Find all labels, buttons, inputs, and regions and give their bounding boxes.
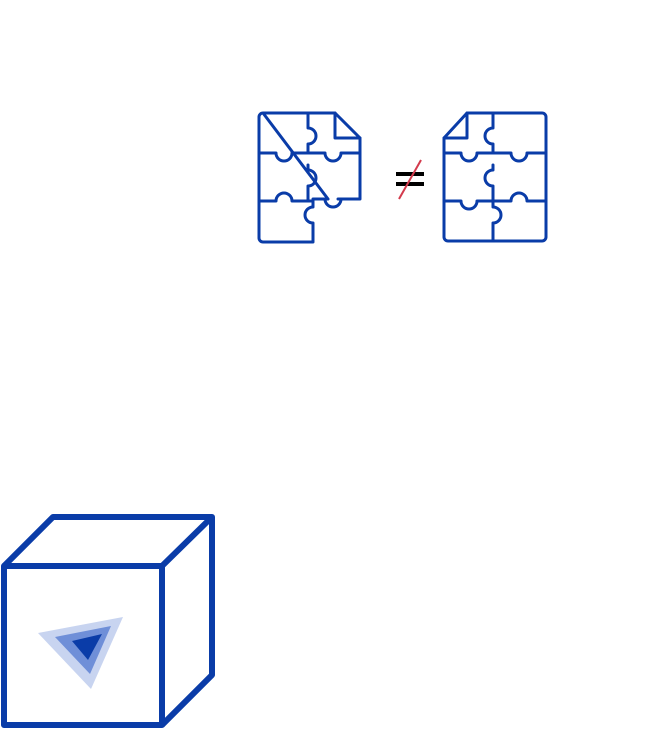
layered-triangle-icon (38, 617, 123, 689)
puzzle-document-icon (257, 111, 362, 244)
puzzle-document-mirrored-icon (442, 111, 548, 243)
not-equal-icon (396, 159, 424, 200)
cube-with-triangle-icon (1, 514, 215, 728)
